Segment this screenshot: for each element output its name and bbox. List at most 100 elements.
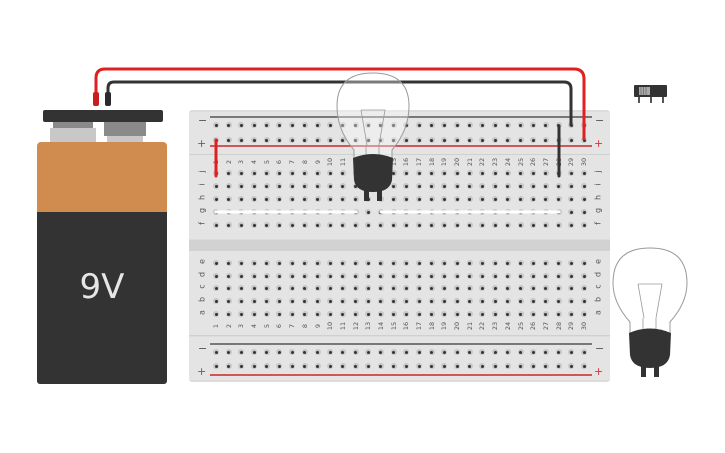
- hole-d3[interactable]: [238, 273, 245, 279]
- hole-b1[interactable]: [213, 298, 219, 304]
- hole-e4[interactable]: [251, 260, 258, 266]
- hole-h21[interactable]: [466, 196, 473, 202]
- hole-f11[interactable]: [339, 222, 346, 228]
- hole-c1[interactable]: [213, 285, 219, 291]
- rail-hole[interactable]: [365, 349, 372, 355]
- hole-c25[interactable]: [517, 285, 524, 291]
- hole-e14[interactable]: [377, 260, 384, 266]
- hole-h6[interactable]: [276, 196, 283, 202]
- rail-hole[interactable]: [466, 122, 473, 128]
- hole-b12[interactable]: [352, 298, 359, 304]
- hole-f22[interactable]: [479, 222, 486, 228]
- hole-f6[interactable]: [276, 222, 283, 228]
- hole-f4[interactable]: [251, 222, 258, 228]
- hole-h20[interactable]: [454, 196, 461, 202]
- hole-j30[interactable]: [581, 170, 587, 176]
- hole-j17[interactable]: [416, 170, 423, 176]
- hole-a1[interactable]: [213, 311, 219, 317]
- hole-e16[interactable]: [403, 260, 410, 266]
- hole-g30[interactable]: [581, 209, 587, 215]
- rail-hole[interactable]: [416, 363, 423, 369]
- rail-hole[interactable]: [238, 122, 245, 128]
- rail-hole[interactable]: [377, 122, 384, 128]
- hole-b25[interactable]: [517, 298, 524, 304]
- hole-a23[interactable]: [492, 311, 499, 317]
- hole-d20[interactable]: [454, 273, 461, 279]
- hole-a24[interactable]: [504, 311, 511, 317]
- hole-h4[interactable]: [251, 196, 258, 202]
- rail-hole[interactable]: [339, 363, 346, 369]
- hole-i16[interactable]: [403, 183, 410, 189]
- hole-b23[interactable]: [492, 298, 499, 304]
- hole-b6[interactable]: [276, 298, 283, 304]
- rail-hole[interactable]: [352, 363, 359, 369]
- rail-hole[interactable]: [441, 363, 448, 369]
- hole-d4[interactable]: [251, 273, 258, 279]
- hole-h19[interactable]: [441, 196, 448, 202]
- hole-h2[interactable]: [225, 196, 232, 202]
- hole-c20[interactable]: [454, 285, 461, 291]
- hole-d24[interactable]: [504, 273, 511, 279]
- hole-a8[interactable]: [301, 311, 308, 317]
- rail-hole[interactable]: [225, 122, 232, 128]
- hole-d7[interactable]: [289, 273, 296, 279]
- hole-f27[interactable]: [542, 222, 549, 228]
- hole-i10[interactable]: [327, 183, 334, 189]
- rail-hole[interactable]: [390, 363, 397, 369]
- hole-a28[interactable]: [555, 311, 562, 317]
- rail-hole[interactable]: [517, 137, 524, 143]
- hole-e27[interactable]: [542, 260, 549, 266]
- slide-switch[interactable]: [634, 85, 667, 103]
- hole-d6[interactable]: [276, 273, 283, 279]
- hole-a25[interactable]: [517, 311, 524, 317]
- hole-h30[interactable]: [581, 196, 587, 202]
- hole-f17[interactable]: [416, 222, 423, 228]
- hole-a27[interactable]: [542, 311, 549, 317]
- hole-a15[interactable]: [390, 311, 397, 317]
- rail-hole[interactable]: [479, 122, 486, 128]
- hole-d5[interactable]: [263, 273, 270, 279]
- hole-j20[interactable]: [454, 170, 461, 176]
- hole-a10[interactable]: [327, 311, 334, 317]
- rail-hole[interactable]: [504, 363, 511, 369]
- hole-j7[interactable]: [289, 170, 296, 176]
- hole-j21[interactable]: [466, 170, 473, 176]
- hole-j26[interactable]: [530, 170, 537, 176]
- rail-hole[interactable]: [479, 363, 486, 369]
- hole-f25[interactable]: [517, 222, 524, 228]
- rail-hole[interactable]: [263, 363, 270, 369]
- hole-d30[interactable]: [581, 273, 587, 279]
- hole-h15[interactable]: [390, 196, 397, 202]
- hole-d28[interactable]: [555, 273, 562, 279]
- hole-h8[interactable]: [301, 196, 308, 202]
- rail-hole[interactable]: [441, 137, 448, 143]
- rail-hole[interactable]: [276, 363, 283, 369]
- hole-b21[interactable]: [466, 298, 473, 304]
- hole-c11[interactable]: [339, 285, 346, 291]
- rail-hole[interactable]: [238, 363, 245, 369]
- hole-j2[interactable]: [225, 170, 232, 176]
- hole-f16[interactable]: [403, 222, 410, 228]
- rail-hole[interactable]: [327, 349, 334, 355]
- rail-hole[interactable]: [301, 363, 308, 369]
- hole-a17[interactable]: [416, 311, 423, 317]
- rail-hole[interactable]: [327, 122, 334, 128]
- hole-f18[interactable]: [428, 222, 435, 228]
- rail-hole[interactable]: [377, 137, 384, 143]
- hole-i9[interactable]: [314, 183, 321, 189]
- hole-f26[interactable]: [530, 222, 537, 228]
- rail-hole[interactable]: [213, 122, 219, 128]
- hole-i12[interactable]: [352, 183, 359, 189]
- hole-i20[interactable]: [454, 183, 461, 189]
- hole-h22[interactable]: [479, 196, 486, 202]
- hole-h16[interactable]: [403, 196, 410, 202]
- rail-hole[interactable]: [530, 349, 537, 355]
- rail-hole[interactable]: [454, 137, 461, 143]
- hole-c26[interactable]: [530, 285, 537, 291]
- hole-d14[interactable]: [377, 273, 384, 279]
- hole-c21[interactable]: [466, 285, 473, 291]
- hole-d19[interactable]: [441, 273, 448, 279]
- rail-hole[interactable]: [365, 122, 372, 128]
- hole-i28[interactable]: [555, 183, 562, 189]
- rail-hole[interactable]: [517, 363, 524, 369]
